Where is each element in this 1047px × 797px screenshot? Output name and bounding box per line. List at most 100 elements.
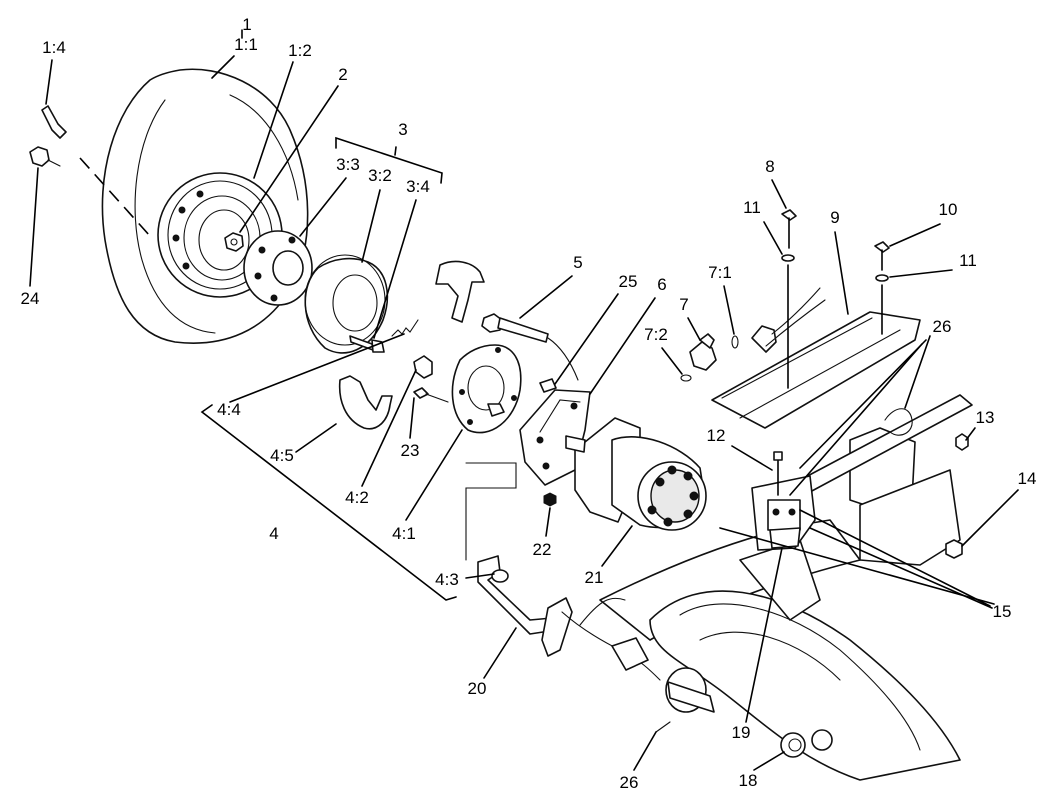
lever-pivot-washer <box>491 569 509 583</box>
hub-stud-hole <box>288 236 296 244</box>
callout-bracket-4 <box>200 404 457 601</box>
motor-bolt <box>689 491 699 501</box>
pivot-block-hole <box>788 508 796 516</box>
leader-3-4 <box>373 199 417 339</box>
bolt-10-head <box>874 241 890 253</box>
frame-loop-inner <box>699 631 841 681</box>
leader-6 <box>589 297 656 395</box>
callout-c1-4: 1:4 <box>42 38 66 57</box>
leader-4-4 <box>229 333 405 403</box>
callout-c9: 9 <box>830 208 839 227</box>
brake-lever-end <box>541 597 573 657</box>
callout-c3-3: 3:3 <box>336 155 360 174</box>
bolt-8-head <box>781 209 797 221</box>
callout-c15: 15 <box>993 602 1012 621</box>
hose-end-fitting <box>751 325 777 353</box>
backing-plate-hole <box>467 419 473 425</box>
pivot-block-hole <box>772 508 780 516</box>
leader-11a <box>763 221 783 255</box>
washer-11b <box>875 274 889 282</box>
callout-c26b: 26 <box>620 773 639 792</box>
callout-c1-2: 1:2 <box>288 41 312 60</box>
leader-4-2 <box>361 369 417 487</box>
motor-assembly <box>519 389 707 531</box>
motor-bolt <box>683 509 693 519</box>
frame-loop-inner <box>679 603 921 751</box>
hub-stud-hole <box>258 246 266 254</box>
leader-26a-3 <box>789 343 923 496</box>
rim-bolt-hole <box>172 234 180 242</box>
backing-plate-center <box>467 365 505 411</box>
callout-c14: 14 <box>1018 469 1037 488</box>
tire-tread-line <box>134 99 216 334</box>
lug-nut-hole <box>230 238 238 246</box>
leader-9 <box>834 231 849 315</box>
backing-plate <box>451 344 522 434</box>
leader-4-3 <box>465 573 495 579</box>
callout-c4: 4 <box>269 524 278 543</box>
leader-22 <box>545 507 551 537</box>
hub-stud-hole <box>254 272 262 280</box>
leader-lines <box>29 29 1019 771</box>
bushing-mate <box>811 729 833 751</box>
leader-14 <box>961 489 1019 547</box>
motor-bolt <box>663 517 673 527</box>
leader-11b <box>889 269 953 278</box>
leader-7-1 <box>723 285 735 335</box>
o-ring <box>731 335 739 349</box>
bushing <box>780 732 806 758</box>
callout-c3-2: 3:2 <box>368 166 392 185</box>
callout-c1-1: 1:1 <box>234 35 258 54</box>
callout-c26a: 26 <box>933 317 952 336</box>
spring-clip <box>884 408 913 436</box>
leader-20 <box>483 627 517 679</box>
bolt-12-head <box>773 451 783 461</box>
brake-drum-inner <box>332 274 378 332</box>
cotter-pin <box>655 721 671 733</box>
shaft-key <box>539 378 557 393</box>
brake-shoe-lower <box>338 375 393 430</box>
callout-bracket-3-stem <box>394 146 397 156</box>
brake-shoe-upper <box>435 260 485 323</box>
leader-15-1 <box>799 509 991 607</box>
rim-inner-ring <box>198 209 250 271</box>
tire-tread-line <box>229 94 299 201</box>
rim-bolt-hole <box>178 206 186 214</box>
callout-c13: 13 <box>976 408 995 427</box>
callout-c7: 7 <box>679 295 688 314</box>
shield-hardware <box>781 209 890 389</box>
callout-bracket-3 <box>335 136 443 184</box>
callout-c12: 12 <box>707 426 726 445</box>
leader-13 <box>965 427 976 441</box>
mount-hole <box>536 436 544 444</box>
callout-c25: 25 <box>619 272 638 291</box>
motor-shaft <box>565 435 586 453</box>
shield <box>711 311 921 429</box>
bolt-guide-line <box>547 337 579 381</box>
leader-1-1 <box>211 55 235 79</box>
callout-c19: 19 <box>732 723 751 742</box>
leader-26a-2 <box>799 339 927 469</box>
motor-mount-edge <box>539 399 581 433</box>
leader-4-5 <box>295 423 337 453</box>
motor-bolt <box>655 477 665 487</box>
wheel-nut <box>29 146 50 167</box>
brake-lever-arm <box>477 555 557 635</box>
leader-21 <box>601 525 633 567</box>
callout-c24: 24 <box>21 289 40 308</box>
hydraulic-hose <box>771 287 821 335</box>
brake-cable <box>579 597 626 626</box>
nut-13 <box>955 433 969 451</box>
leader-5 <box>519 275 573 319</box>
callout-c3: 3 <box>398 120 407 139</box>
hub-stud-hole <box>270 294 278 302</box>
callout-c4-5: 4:5 <box>270 446 294 465</box>
hub-boss <box>272 250 304 286</box>
shield-fold <box>721 317 873 399</box>
leader-3-2 <box>361 189 381 263</box>
leader-10 <box>889 223 941 247</box>
anchor-pin <box>413 355 433 379</box>
leader-26a-1 <box>904 335 931 409</box>
frame-loop-outer <box>649 590 961 781</box>
